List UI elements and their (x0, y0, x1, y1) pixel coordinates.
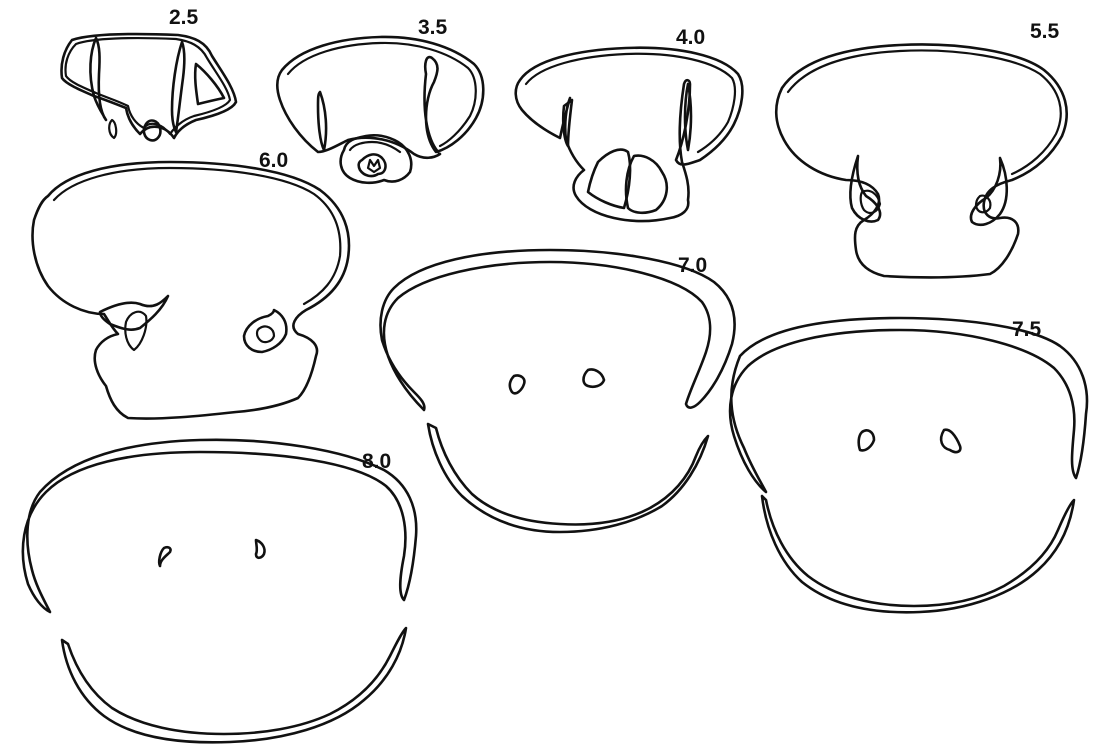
section-label-7.0: 7.0 (678, 255, 707, 276)
section-label-6.0: 6.0 (259, 150, 288, 171)
section-outline-2.5 (61, 34, 236, 140)
section-outline-7.5 (730, 318, 1087, 612)
section-label-2.5: 2.5 (169, 7, 198, 28)
section-outline-5.5 (776, 44, 1066, 277)
section-label-5.5: 5.5 (1030, 21, 1059, 42)
section-label-3.5: 3.5 (418, 17, 447, 38)
section-label-4.0: 4.0 (676, 27, 705, 48)
section-outline-3.5 (277, 37, 483, 183)
section-outline-7.0 (381, 250, 735, 532)
section-label-8.0: 8.0 (362, 451, 391, 472)
section-outline-6.0 (33, 162, 349, 419)
section-label-7.5: 7.5 (1012, 319, 1041, 340)
section-outline-4.0 (516, 48, 743, 221)
section-outline-8.0 (23, 440, 416, 743)
